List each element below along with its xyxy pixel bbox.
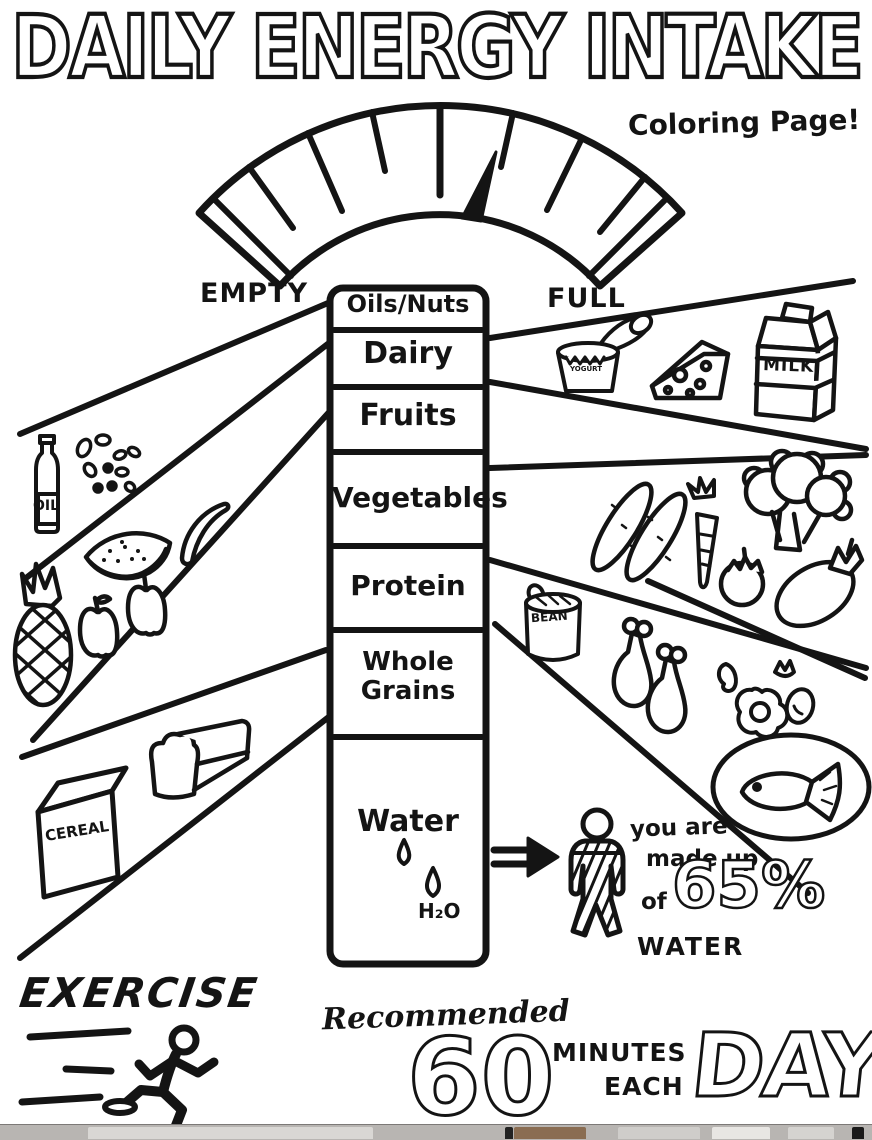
yogurt-label: YOGURT: [569, 365, 603, 373]
segment-protein: Protein: [350, 569, 466, 602]
milk-label: MILK: [762, 355, 815, 377]
page-title: DAILY ENERGY INTAKE: [9, 0, 865, 99]
bean-label: BEAN: [530, 608, 569, 626]
person-icon: [568, 807, 626, 938]
taskbar-strip: [0, 1124, 872, 1140]
taskbar-thumbnail[interactable]: [618, 1127, 700, 1139]
nuts-icon: [75, 433, 142, 494]
segment-whole-grains: Whole Grains: [360, 647, 456, 707]
fish-plate-icon: [710, 732, 872, 842]
drumsticks-icon: [611, 616, 688, 735]
fuel-gauge-icon: [195, 102, 686, 290]
oil-label: OIL: [32, 498, 60, 514]
cucumbers-icon: [590, 481, 688, 583]
segment-vegetables: Vegetables: [332, 481, 508, 514]
water-formula: H₂O: [418, 899, 461, 923]
intake-column: [326, 284, 490, 968]
taskbar-thumbnail[interactable]: [788, 1127, 834, 1139]
gauge-full-label: FULL: [547, 283, 626, 314]
runner-icon: [102, 1024, 219, 1140]
tomato-icon: [718, 546, 766, 608]
each-label: EACH: [604, 1072, 684, 1101]
bread-loaf-icon: [148, 718, 252, 800]
egg-icon: [717, 659, 816, 739]
segment-water: Water: [357, 804, 459, 839]
water-percent: 65%: [671, 849, 827, 923]
arrow-right-icon: [490, 836, 560, 878]
cereal-box-icon: [35, 765, 129, 900]
exercise-label: EXERCISE: [16, 969, 262, 1017]
water-fact-line1: you are: [629, 813, 729, 843]
watermelon-icon: [83, 531, 173, 581]
gauge-fan-lines-left: [17, 300, 334, 961]
water-droplet-icon: [396, 838, 441, 898]
eggplant-icon: [774, 537, 865, 629]
speed-lines-icon: [18, 1027, 132, 1106]
water-fact-label: WATER: [637, 932, 745, 961]
taskbar-thumbnail[interactable]: [505, 1127, 513, 1139]
carrot-icon: [686, 476, 719, 590]
cheese-icon: [649, 339, 731, 401]
water-fact-line3: of: [641, 889, 667, 915]
taskbar-thumbnail[interactable]: [852, 1127, 864, 1139]
taskbar-thumbnail[interactable]: [88, 1127, 373, 1139]
gauge-empty-label: EMPTY: [200, 278, 309, 309]
yogurt-cup-icon: [556, 312, 654, 393]
water-fact-line2: made up: [646, 846, 759, 872]
bean-can-icon: [524, 583, 582, 662]
taskbar-thumbnail[interactable]: [712, 1127, 770, 1139]
segment-dairy: Dairy: [363, 336, 453, 371]
day-label: DAY: [685, 1013, 872, 1119]
segment-oils-nuts: Oils/Nuts: [346, 290, 470, 318]
gauge-needle-icon: [460, 150, 498, 223]
oil-bottle-icon: [34, 434, 60, 534]
milk-carton-icon: [753, 301, 839, 423]
page-subtitle: Coloring Page!: [627, 102, 861, 143]
segment-fruits: Fruits: [359, 398, 457, 433]
pineapple-icon: [12, 561, 74, 708]
minutes-label: MINUTES: [552, 1038, 687, 1067]
banana-icon: [179, 501, 231, 567]
apple-icon: [77, 571, 168, 659]
broccoli-icon: [741, 448, 854, 553]
taskbar-thumbnail[interactable]: [514, 1127, 586, 1139]
minutes-value: 60: [406, 1016, 557, 1139]
